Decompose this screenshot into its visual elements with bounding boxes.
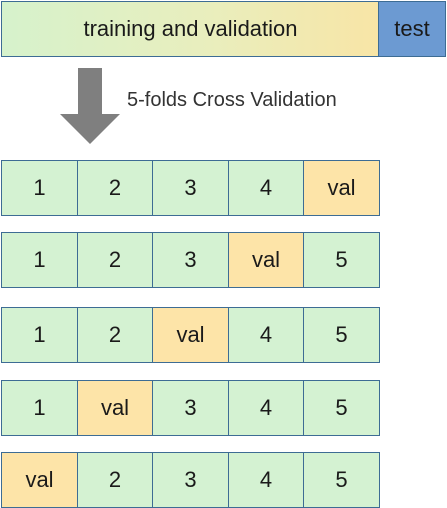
training-fold-cell: 5 <box>303 452 380 508</box>
training-fold-cell: 1 <box>1 380 78 436</box>
cross-validation-caption: 5-folds Cross Validation <box>127 89 337 111</box>
training-fold-cell: 3 <box>152 160 229 216</box>
validation-fold-cell: val <box>1 452 78 508</box>
validation-fold-cell: val <box>152 307 229 363</box>
training-validation-label: training and validation <box>83 16 298 41</box>
training-fold-cell: 4 <box>227 160 305 216</box>
training-fold-cell: 2 <box>76 452 154 508</box>
training-validation-block: training and validation <box>1 1 380 57</box>
validation-fold-cell: val <box>303 160 380 216</box>
training-fold-cell: 4 <box>227 307 305 363</box>
validation-fold-cell: val <box>227 232 305 288</box>
training-fold-cell: 2 <box>76 307 154 363</box>
training-fold-cell: 1 <box>1 160 78 216</box>
test-block: test <box>378 1 446 57</box>
training-fold-cell: 2 <box>76 160 154 216</box>
training-fold-cell: 3 <box>152 232 229 288</box>
training-fold-cell: 3 <box>152 380 229 436</box>
training-fold-cell: 1 <box>1 232 78 288</box>
test-label: test <box>394 16 430 41</box>
training-fold-cell: 1 <box>1 307 78 363</box>
training-fold-cell: 5 <box>303 380 380 436</box>
training-fold-cell: 4 <box>227 380 305 436</box>
training-fold-cell: 2 <box>76 232 154 288</box>
training-fold-cell: 5 <box>303 232 380 288</box>
training-fold-cell: 5 <box>303 307 380 363</box>
validation-fold-cell: val <box>76 380 154 436</box>
training-fold-cell: 3 <box>152 452 229 508</box>
down-arrow-icon <box>60 68 120 144</box>
training-fold-cell: 4 <box>227 452 305 508</box>
